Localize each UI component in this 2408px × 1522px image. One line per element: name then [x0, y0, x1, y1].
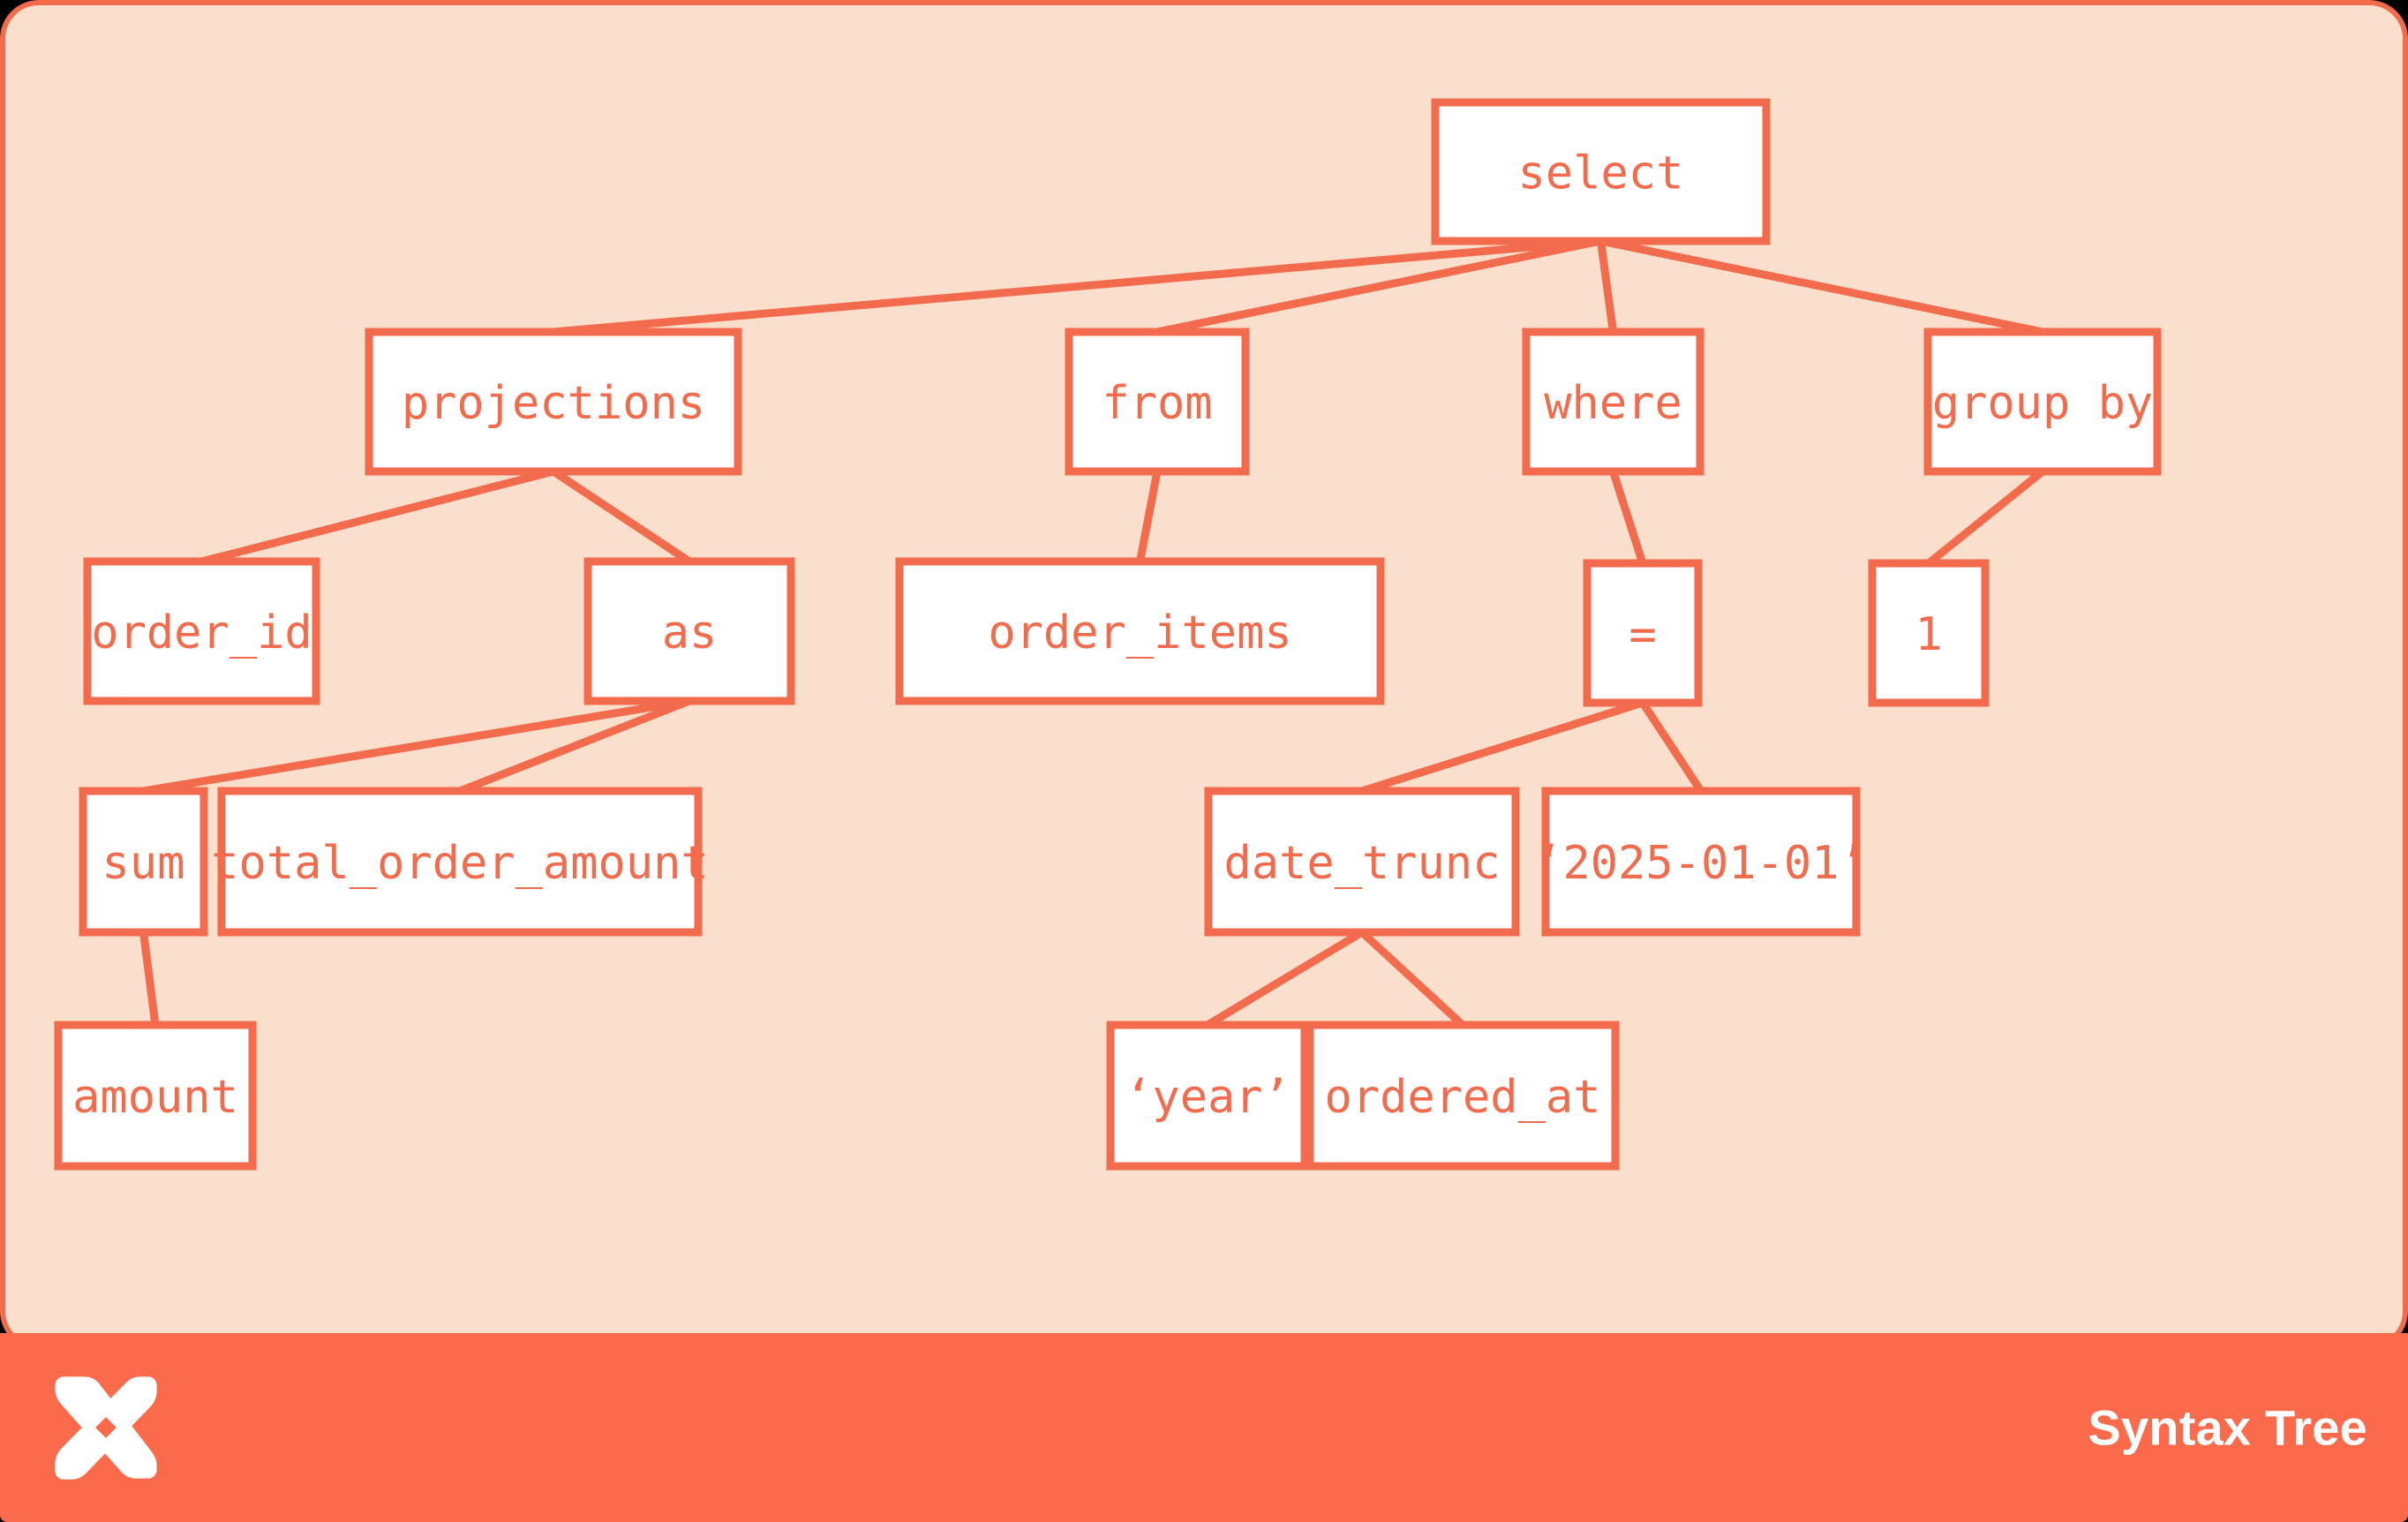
tree-node-label: as: [662, 607, 718, 659]
tree-edge-projections-to-order_id: [200, 467, 555, 566]
tree-edge-projections-to-as: [551, 468, 692, 565]
tree-edge-date_trunc-to-year_literal: [1205, 929, 1365, 1028]
tree-edge-where-to-eq: [1609, 470, 1647, 565]
tree-node-as[interactable]: as: [583, 557, 795, 705]
tree-node-label: =: [1629, 608, 1656, 661]
tree-node-label: amount: [72, 1071, 238, 1124]
tree-node-amount[interactable]: amount: [54, 1021, 257, 1171]
tree-node-projections[interactable]: projections: [365, 328, 742, 476]
tree-node-date_trunc[interactable]: date_trunc: [1204, 787, 1520, 937]
tree-edge-date_trunc-to-ordered_at: [1358, 929, 1466, 1028]
tree-node-box: [583, 557, 795, 705]
tree-node-label: sum: [102, 837, 185, 890]
tree-node-box: [895, 557, 1385, 705]
tree-node-box: [83, 557, 320, 705]
tree-edge-group_by-to-one: [1926, 468, 2045, 567]
syntax-tree-graph: select projections from where group by order_…: [54, 98, 2162, 1171]
tree-edge-from-to-order_items: [1136, 471, 1162, 562]
tree-node-box: [217, 787, 703, 937]
nodes-layer: select projections from where group by order_…: [54, 98, 2162, 1171]
tree-edge-eq-to-date_literal: [1639, 700, 1704, 794]
tree-node-label: ‘year’: [1125, 1071, 1291, 1124]
tree-node-select[interactable]: select: [1431, 98, 1771, 245]
tree-node-label: date_trunc: [1223, 837, 1500, 890]
tree-node-label: order_items: [988, 607, 1291, 659]
tree-node-order_id[interactable]: order_id: [83, 557, 320, 705]
tree-node-box: [1868, 559, 1990, 707]
tree-node-where[interactable]: where: [1522, 328, 1704, 476]
tree-node-box: [54, 1021, 257, 1171]
tree-edge-select-to-from: [1156, 237, 1602, 336]
tree-edge-sum-to-amount: [139, 931, 160, 1026]
xano-x-logo-icon: [55, 1376, 157, 1480]
tree-node-label: select: [1518, 147, 1684, 200]
tree-node-box: [1923, 328, 2162, 476]
tree-node-eq[interactable]: =: [1583, 559, 1703, 707]
tree-node-box: [1204, 787, 1520, 937]
tree-node-label: total_order_amount: [211, 837, 709, 890]
tree-node-label: ordered_at: [1324, 1071, 1600, 1124]
tree-edge-select-to-where: [1597, 240, 1617, 333]
tree-node-box: [1583, 559, 1703, 707]
tree-node-box: [1306, 1021, 1620, 1171]
tree-node-label: projections: [402, 377, 705, 430]
tree-edge-as-to-sum: [142, 697, 690, 795]
tree-node-from[interactable]: from: [1065, 328, 1250, 476]
tree-edge-select-to-group_by: [1599, 237, 2043, 336]
tree-node-box: [79, 787, 208, 937]
tree-node-box: [1065, 328, 1250, 476]
tree-edge-select-to-projections: [553, 237, 1601, 336]
diagram-panel: select projections from where group by order_…: [0, 0, 2408, 1350]
tree-node-one[interactable]: 1: [1868, 559, 1990, 707]
tree-node-label: where: [1544, 377, 1682, 430]
tree-node-group_by[interactable]: group by: [1923, 328, 2162, 476]
tree-edge-eq-to-date_trunc: [1360, 698, 1644, 795]
tree-edge-as-to-total_order_amount: [458, 697, 691, 795]
tree-node-order_items[interactable]: order_items: [895, 557, 1385, 705]
tree-node-label: 1: [1915, 608, 1942, 661]
tree-node-label: order_id: [91, 607, 312, 659]
tree-node-ordered_at[interactable]: ordered_at: [1306, 1021, 1620, 1171]
tree-node-sum[interactable]: sum: [79, 787, 208, 937]
page-title: Syntax Tree: [2088, 1399, 2367, 1456]
tree-node-box: [1541, 787, 1861, 937]
tree-node-label: group by: [1932, 377, 2153, 430]
tree-node-box: [365, 328, 742, 476]
tree-node-date_literal[interactable]: ‘2025-01-01’: [1535, 787, 1867, 937]
tree-node-label: ‘2025-01-01’: [1535, 837, 1867, 890]
tree-node-box: [1106, 1021, 1309, 1171]
edges-layer: [139, 237, 2045, 1028]
footer-bar: Syntax Tree: [0, 1333, 2408, 1522]
tree-node-year_literal[interactable]: ‘year’: [1106, 1021, 1309, 1171]
tree-node-total_order_amount[interactable]: total_order_amount: [211, 787, 709, 937]
tree-node-box: [1431, 98, 1771, 245]
tree-node-box: [1522, 328, 1704, 476]
tree-node-label: from: [1102, 377, 1212, 430]
